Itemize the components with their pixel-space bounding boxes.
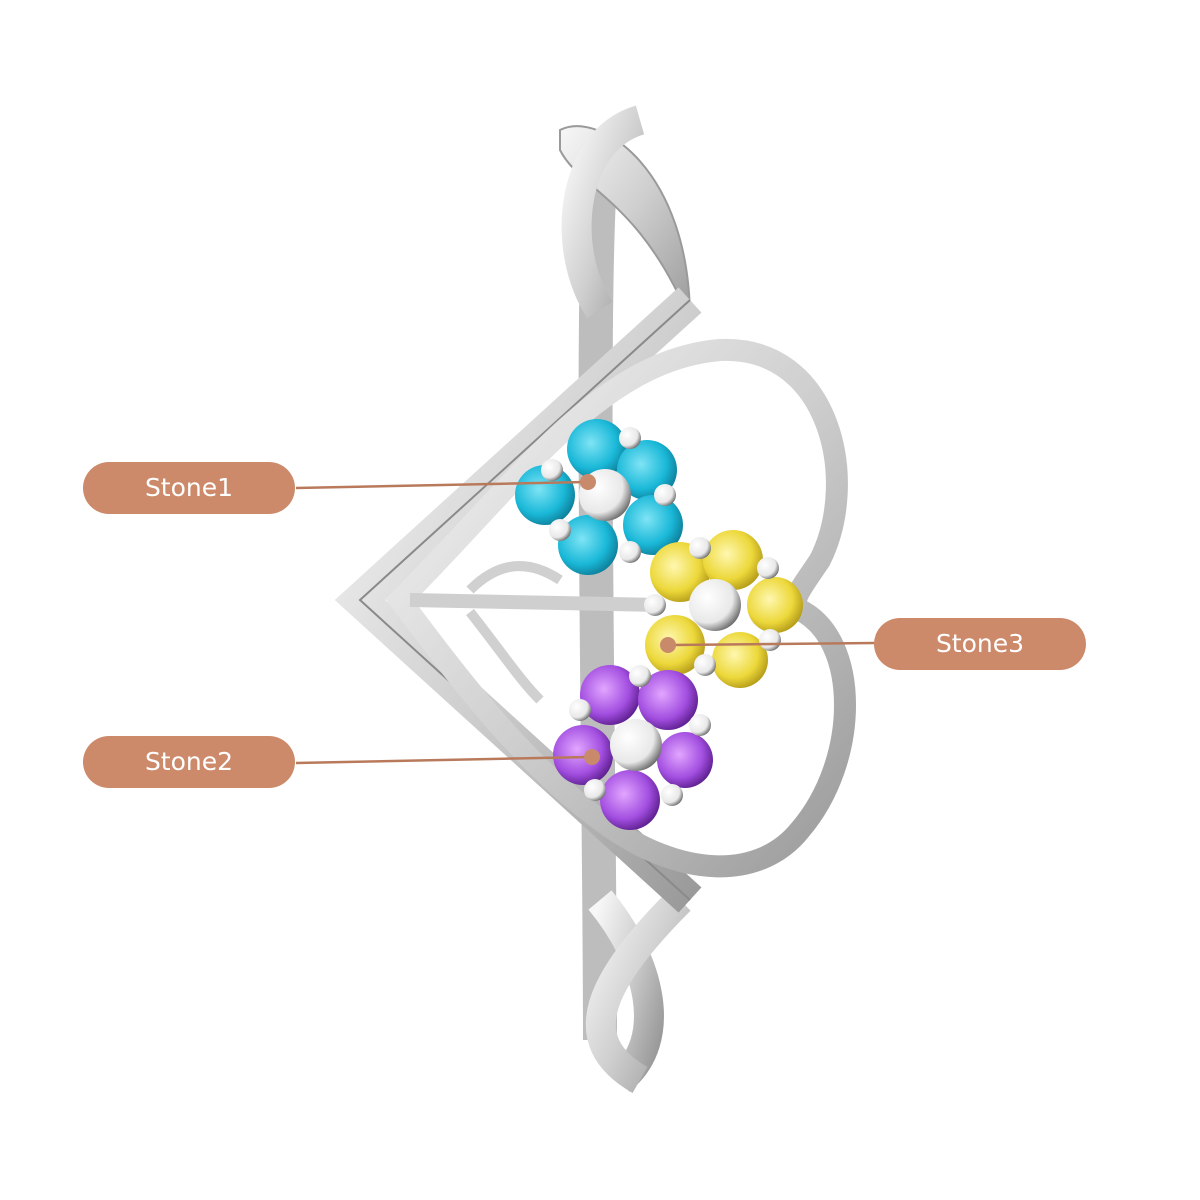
stone3-cluster: [644, 530, 803, 688]
stone1-cluster: [515, 419, 683, 575]
stone2-cluster: [553, 665, 713, 830]
stone3-label: Stone3: [874, 618, 1086, 670]
stone2-label: Stone2: [83, 736, 295, 788]
leader-lines: [295, 474, 876, 765]
arrow-stem: [409, 593, 661, 612]
stone1-label: Stone1: [83, 462, 295, 514]
